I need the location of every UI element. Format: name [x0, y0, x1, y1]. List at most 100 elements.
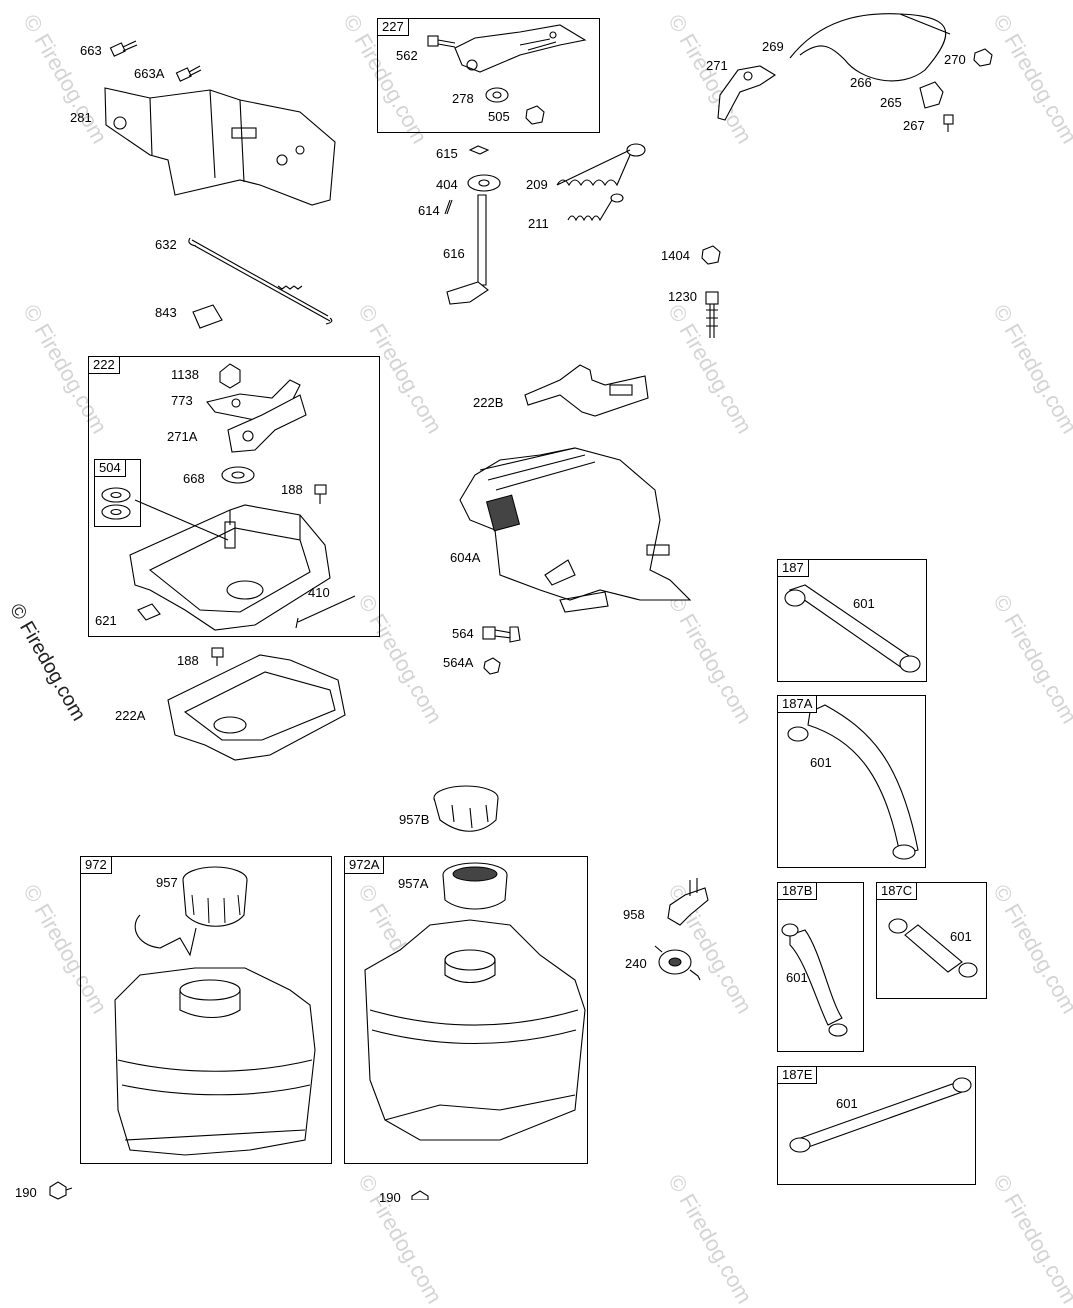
part-label: 615 — [436, 146, 458, 161]
box-504: 504 — [94, 459, 141, 527]
box-187c: 187C — [876, 882, 987, 999]
part-label: 562 — [396, 48, 418, 63]
screw-663a-part — [175, 65, 202, 82]
parts-diagram — [49, 13, 993, 1200]
part-label: 601 — [786, 970, 808, 985]
part-label: 211 — [528, 216, 549, 231]
part-label: 404 — [436, 177, 458, 192]
bracket-281-part — [104, 87, 336, 206]
part-label: 601 — [853, 596, 875, 611]
hose-187-part — [784, 584, 921, 673]
part-label: 957A — [398, 876, 429, 891]
washer-668-part — [221, 466, 255, 484]
rod-632-part — [188, 237, 333, 325]
part-label: 632 — [155, 237, 177, 252]
part-label: 265 — [880, 95, 902, 110]
part-label: 601 — [810, 755, 832, 770]
part-label: 410 — [308, 585, 330, 600]
filter-240-part — [654, 945, 701, 981]
box-tag: 504 — [94, 459, 126, 477]
part-label: 266 — [850, 75, 872, 90]
link-410-part — [295, 595, 356, 629]
part-label: 271 — [706, 58, 728, 73]
part-label: 663A — [134, 66, 165, 81]
part-label: 957 — [156, 875, 178, 890]
part-label: 267 — [903, 118, 925, 133]
part-label: 564A — [443, 655, 474, 670]
cap-957b-part — [433, 785, 499, 832]
box-tag: 972A — [344, 856, 385, 874]
box-187: 187 — [777, 559, 927, 682]
part-label: 270 — [944, 52, 966, 67]
part-label: 1404 — [661, 248, 690, 263]
part-label: 564 — [452, 626, 474, 641]
shaft-616-part — [444, 145, 501, 305]
part-label: 190 — [15, 1185, 37, 1200]
shroud-604a-part — [459, 447, 692, 613]
part-label: 188 — [281, 482, 303, 497]
box-tag: 972 — [80, 856, 112, 874]
nut-564a-part — [483, 657, 501, 675]
shutoff-958-part — [667, 878, 709, 926]
part-label: 601 — [836, 1096, 858, 1111]
part-label: 668 — [183, 471, 205, 486]
screw-188-part — [314, 484, 327, 504]
cable-266-part — [717, 13, 951, 121]
part-label: 616 — [443, 246, 465, 261]
part-label: 281 — [70, 110, 92, 125]
hose-187b-part — [781, 923, 848, 1037]
part-label: 1138 — [171, 367, 199, 382]
clip-843-part — [192, 304, 223, 329]
hose-187e-part — [789, 1077, 972, 1153]
box-972a: 972A — [344, 856, 588, 1164]
clip-265-part — [919, 81, 944, 109]
part-label: 222B — [473, 395, 504, 410]
part-label: 222A — [115, 708, 146, 723]
screw-564-part — [482, 626, 521, 643]
nut-1404-part — [701, 245, 721, 265]
cap-957-part — [134, 866, 248, 957]
part-label: 958 — [623, 907, 645, 922]
box-227: 227 — [377, 18, 600, 133]
part-label: 843 — [155, 305, 177, 320]
box-tag: 187A — [777, 695, 818, 713]
part-label: 773 — [171, 393, 193, 408]
part-label: 188 — [177, 653, 199, 668]
washers-504-part — [101, 487, 131, 520]
hose-187a-part — [787, 704, 919, 860]
nut-270-part — [973, 48, 993, 67]
part-label: 663 — [80, 43, 102, 58]
part-label: 278 — [452, 91, 474, 106]
throttle-plate-562-part — [427, 24, 587, 73]
box-222: 222 — [88, 356, 380, 637]
cap-957a-part — [442, 862, 508, 910]
part-label: 1230 — [668, 289, 697, 304]
box-tag: 187 — [777, 559, 809, 577]
spring-209-part — [556, 143, 646, 187]
part-label: 957B — [399, 812, 430, 827]
box-187e: 187E — [777, 1066, 976, 1185]
tank-972a-part — [364, 919, 586, 1141]
screw-267-part — [943, 114, 954, 132]
screw-663-part — [109, 40, 138, 57]
bracket-222a-part — [167, 654, 346, 761]
part-label: 240 — [625, 956, 647, 971]
part-label: 271A — [167, 429, 198, 444]
part-label: 190 — [379, 1190, 401, 1205]
part-label: 505 — [488, 109, 510, 124]
screw-190a-part — [49, 1181, 73, 1200]
box-tag: 222 — [88, 356, 120, 374]
part-label: 269 — [762, 39, 784, 54]
bracket-222b-part — [524, 364, 649, 417]
hose-187c-part — [888, 918, 978, 978]
stud-1230-part — [705, 291, 719, 338]
box-972: 972 — [80, 856, 332, 1164]
screw-188b-part — [211, 647, 224, 666]
box-tag: 187E — [777, 1066, 818, 1084]
bracket-222-part — [129, 504, 331, 631]
box-187a: 187A — [777, 695, 926, 868]
clip-621-part — [137, 603, 161, 621]
box-tag: 187C — [876, 882, 918, 900]
part-label: 604A — [450, 550, 481, 565]
screw-190b-part — [411, 1190, 429, 1200]
